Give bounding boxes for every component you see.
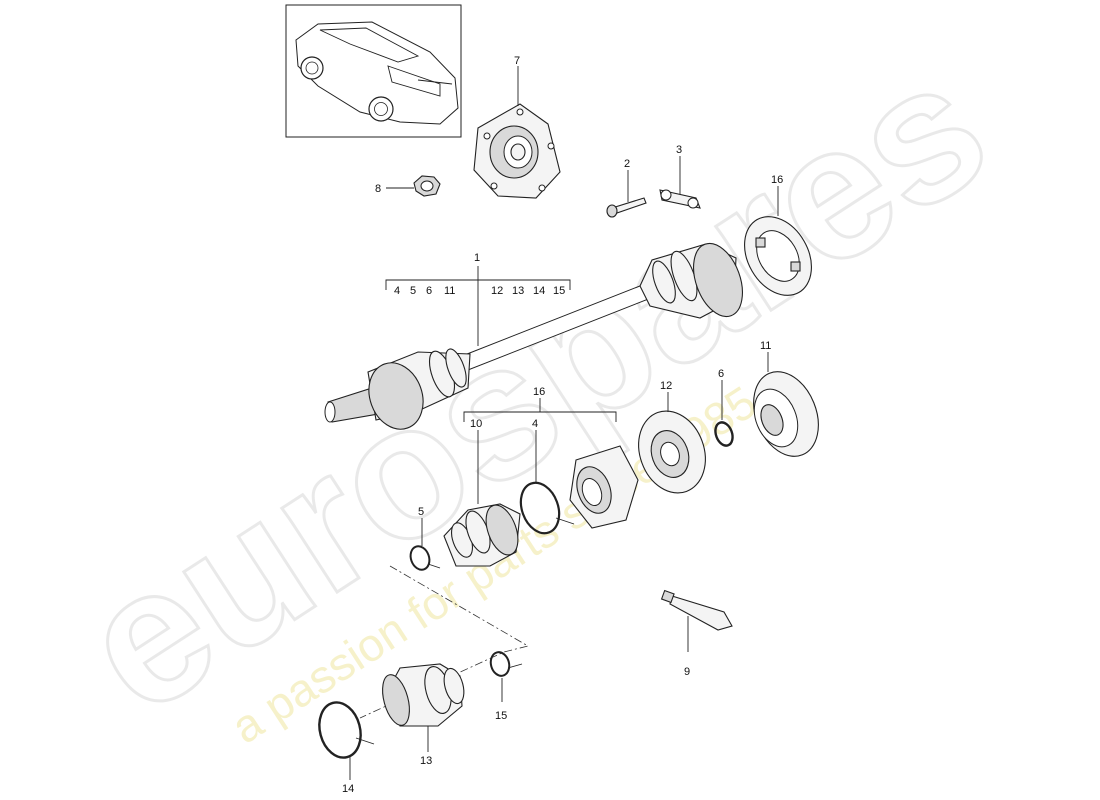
callout-12: 12: [660, 380, 672, 392]
part-9-grease-tube: [660, 589, 733, 631]
car-wheel-front-icon: [300, 56, 324, 80]
part-15-clamp: [489, 651, 523, 677]
callout-3: 3: [676, 144, 682, 156]
callout-10: 10: [470, 418, 482, 430]
part-10-boot: [443, 503, 521, 567]
part-8-nut: [413, 175, 441, 197]
part-7-drive-flange: [473, 103, 561, 199]
group-1-items: 4 5 6 11 12 13 14 15: [394, 285, 565, 297]
part-flange-cover: [569, 445, 639, 529]
callout-16-top: 16: [771, 174, 783, 186]
callout-1: 1: [474, 252, 480, 264]
callout-2: 2: [624, 158, 630, 170]
group-1-item: 12: [491, 285, 503, 297]
group-1-bracket: [385, 279, 571, 290]
car-wheel-rear-icon: [368, 96, 394, 122]
callout-11: 11: [760, 340, 771, 352]
part-1-drive-shaft: [324, 242, 743, 430]
callout-13: 13: [420, 755, 432, 767]
callout-14: 14: [342, 783, 354, 795]
part-5-small-clamp: [409, 545, 441, 571]
part-13-boot: [382, 663, 465, 727]
part-14-large-clamp: [318, 701, 375, 759]
group-1-item: 15: [553, 285, 565, 297]
callout-15: 15: [495, 710, 507, 722]
callout-16-lower: 16: [533, 386, 545, 398]
part-2-bolt: [606, 197, 647, 218]
part-4-clamp: [519, 481, 575, 535]
callout-9: 9: [684, 666, 690, 678]
callout-5: 5: [418, 506, 424, 518]
callout-7: 7: [514, 55, 520, 67]
part-11-joint: [753, 371, 819, 457]
part-16-cover: [744, 216, 812, 296]
callout-4: 4: [532, 418, 538, 430]
part-6-circlip: [714, 421, 734, 447]
group-1-item: 11: [444, 285, 455, 297]
vehicle-thumbnail: [285, 4, 462, 138]
group-1-item: 13: [512, 285, 524, 297]
callout-8: 8: [375, 183, 381, 195]
group-1-item: 5: [410, 285, 416, 297]
group-1-item: 4: [394, 285, 400, 297]
part-3-lock-plate: [659, 189, 701, 209]
group-1-item: 14: [533, 285, 545, 297]
car-body-icon: [295, 21, 459, 125]
group-1-item: 6: [426, 285, 432, 297]
part-12-hub: [638, 410, 706, 494]
callout-6: 6: [718, 368, 724, 380]
